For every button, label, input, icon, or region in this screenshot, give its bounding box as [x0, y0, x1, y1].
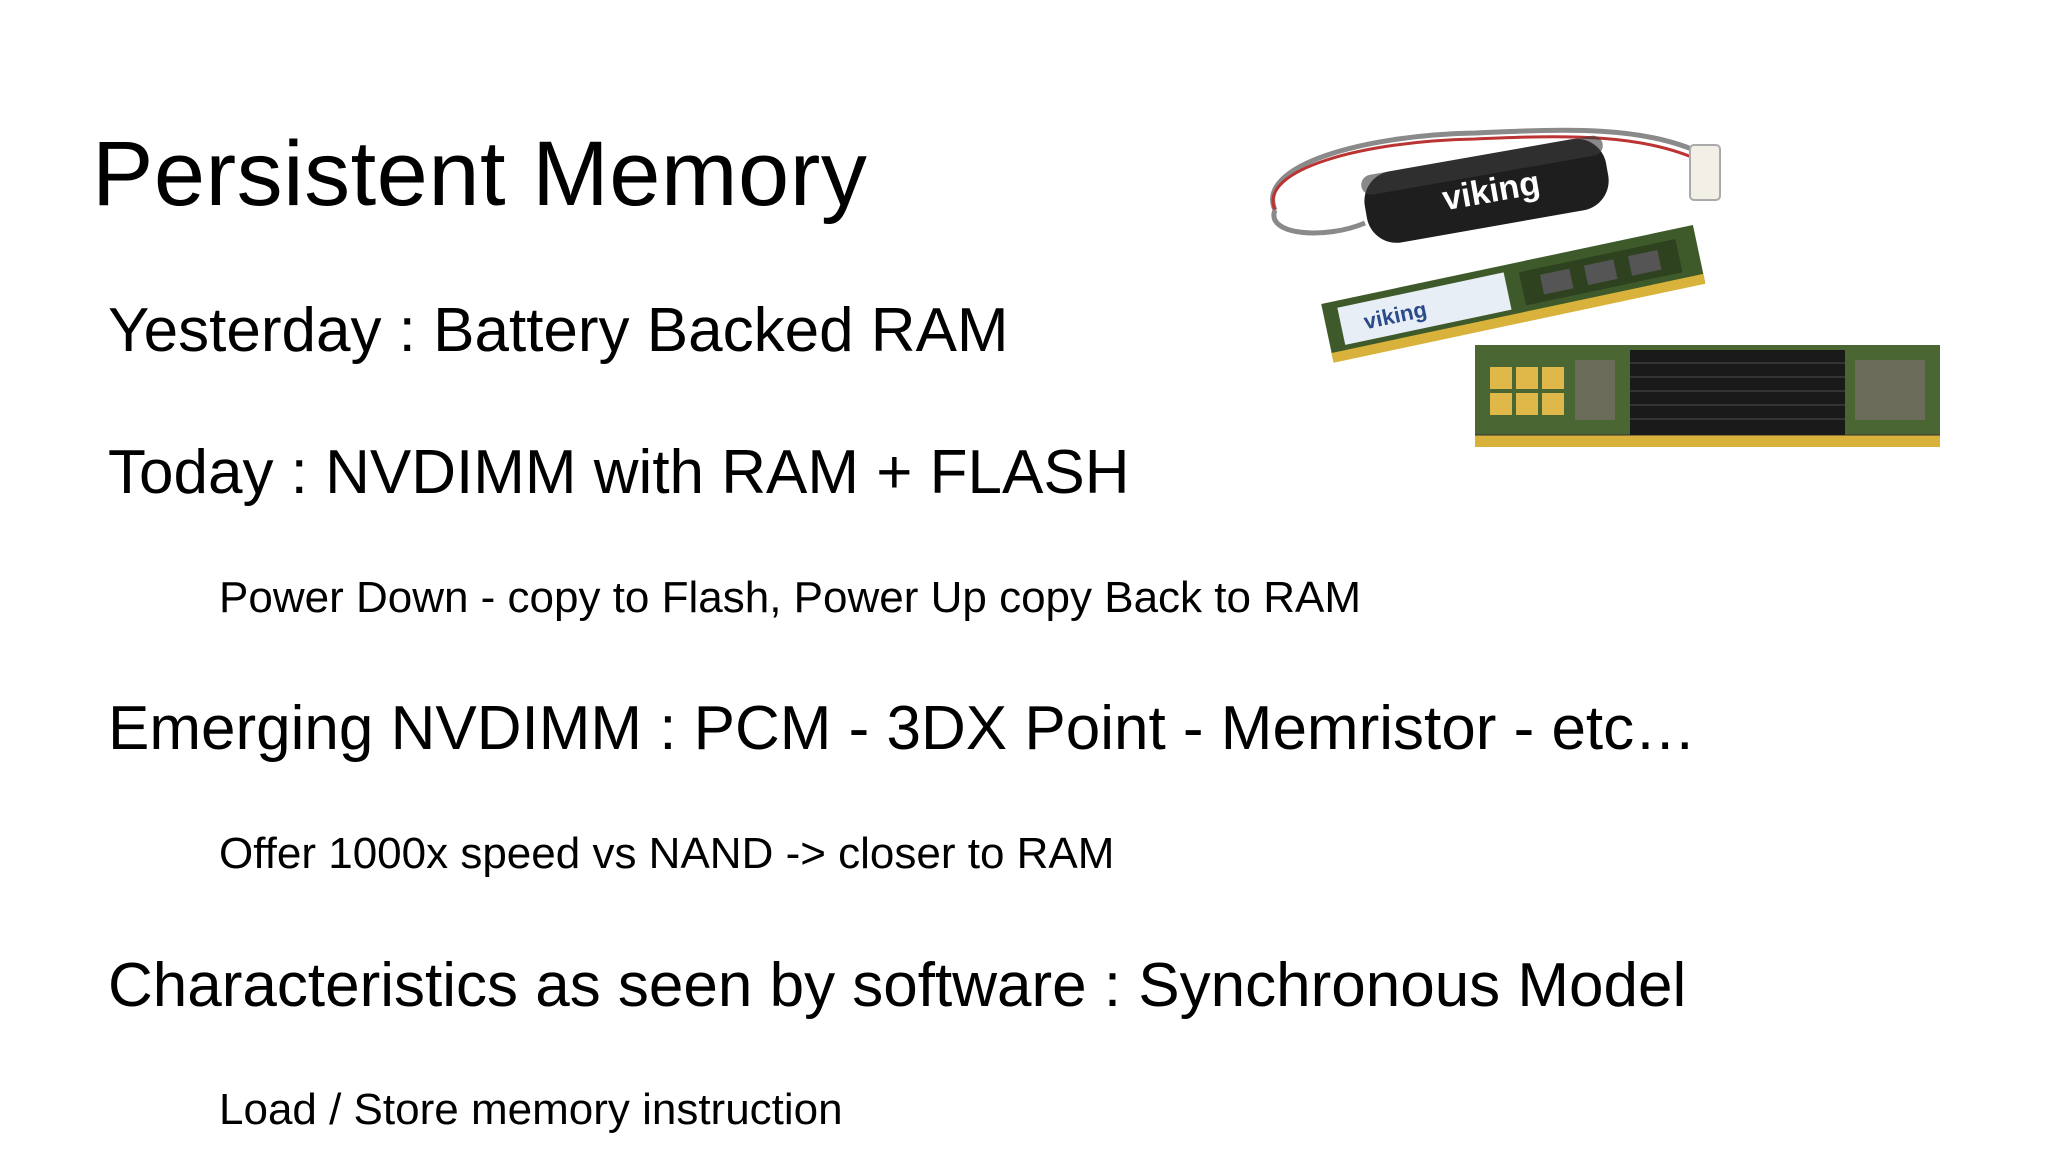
nvdimm-photo: viking viking — [1270, 127, 1940, 447]
slide-title: Persistent Memory — [92, 123, 868, 225]
bullet-yesterday: Yesterday : Battery Backed RAM — [108, 296, 1009, 365]
sub-bullet-power-down: Power Down - copy to Flash, Power Up cop… — [219, 573, 1361, 622]
bullet-today: Today : NVDIMM with RAM + FLASH — [108, 438, 1130, 507]
bullet-emerging: Emerging NVDIMM : PCM - 3DX Point - Memr… — [108, 694, 1697, 763]
nvdimm-module-bottom — [1475, 345, 1940, 447]
sub-bullet-load-store: Load / Store memory instruction — [219, 1085, 843, 1134]
bullet-characteristics: Characteristics as seen by software : Sy… — [108, 951, 1687, 1020]
sub-bullet-speed: Offer 1000x speed vs NAND -> closer to R… — [219, 829, 1115, 878]
nvdimm-module-top: viking — [1321, 225, 1706, 363]
battery-pack: viking — [1361, 135, 1609, 243]
